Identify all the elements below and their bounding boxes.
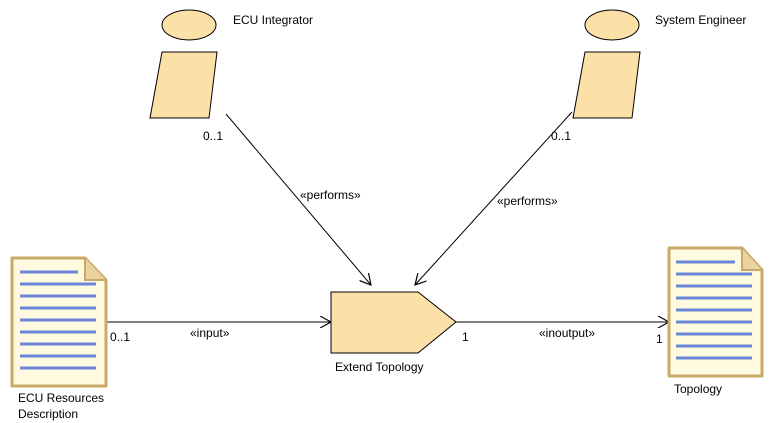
edge-source-multiplicity: 0..1 [110,330,130,344]
document-fold-icon [741,248,762,271]
edge-stereotype: «input» [190,326,230,340]
work-product-ecu-resources-description[interactable]: ECU Resources Description [10,256,108,421]
document-lines-icon [20,270,96,370]
work-product-label-line-2: Description [18,407,78,421]
role-label: ECU Integrator [233,13,313,27]
edge-stereotype: «performs» [497,194,558,208]
work-product-label-line-1: ECU Resources [18,391,104,405]
document-fold-icon [84,258,106,281]
work-product-topology[interactable]: Topology [667,246,764,396]
edge-inoutput[interactable]: «inoutput» 1 1 [456,322,669,346]
role-ecu-integrator[interactable]: ECU Integrator [149,9,313,119]
edge-source-multiplicity: 0..1 [203,129,223,143]
task-shape [330,291,457,354]
document-icon [667,246,764,378]
task-extend-topology[interactable]: Extend Topology [330,291,457,374]
edge-stereotype: «performs» [300,188,361,202]
role-label: System Engineer [655,13,746,27]
role-body-icon [149,51,218,119]
edge-source-multiplicity: 0..1 [551,129,571,143]
document-icon [10,256,108,388]
edge-system-engineer-performs[interactable]: «performs» 0..1 [415,111,573,285]
edge-line [415,111,573,285]
role-body-icon [572,51,641,119]
edge-ecu-integrator-performs[interactable]: «performs» 0..1 [203,113,371,285]
edge-stereotype: «inoutput» [539,326,595,340]
role-system-engineer[interactable]: System Engineer [572,9,746,119]
role-head-icon [161,9,217,41]
edge-target-multiplicity: 1 [656,332,663,346]
edge-line [225,113,371,285]
document-lines-icon [676,260,752,360]
edge-task-multiplicity: 1 [462,330,469,344]
work-product-label: Topology [674,382,722,396]
task-label: Extend Topology [335,360,424,374]
edge-input[interactable]: «input» 0..1 [106,322,331,344]
role-head-icon [584,9,640,41]
